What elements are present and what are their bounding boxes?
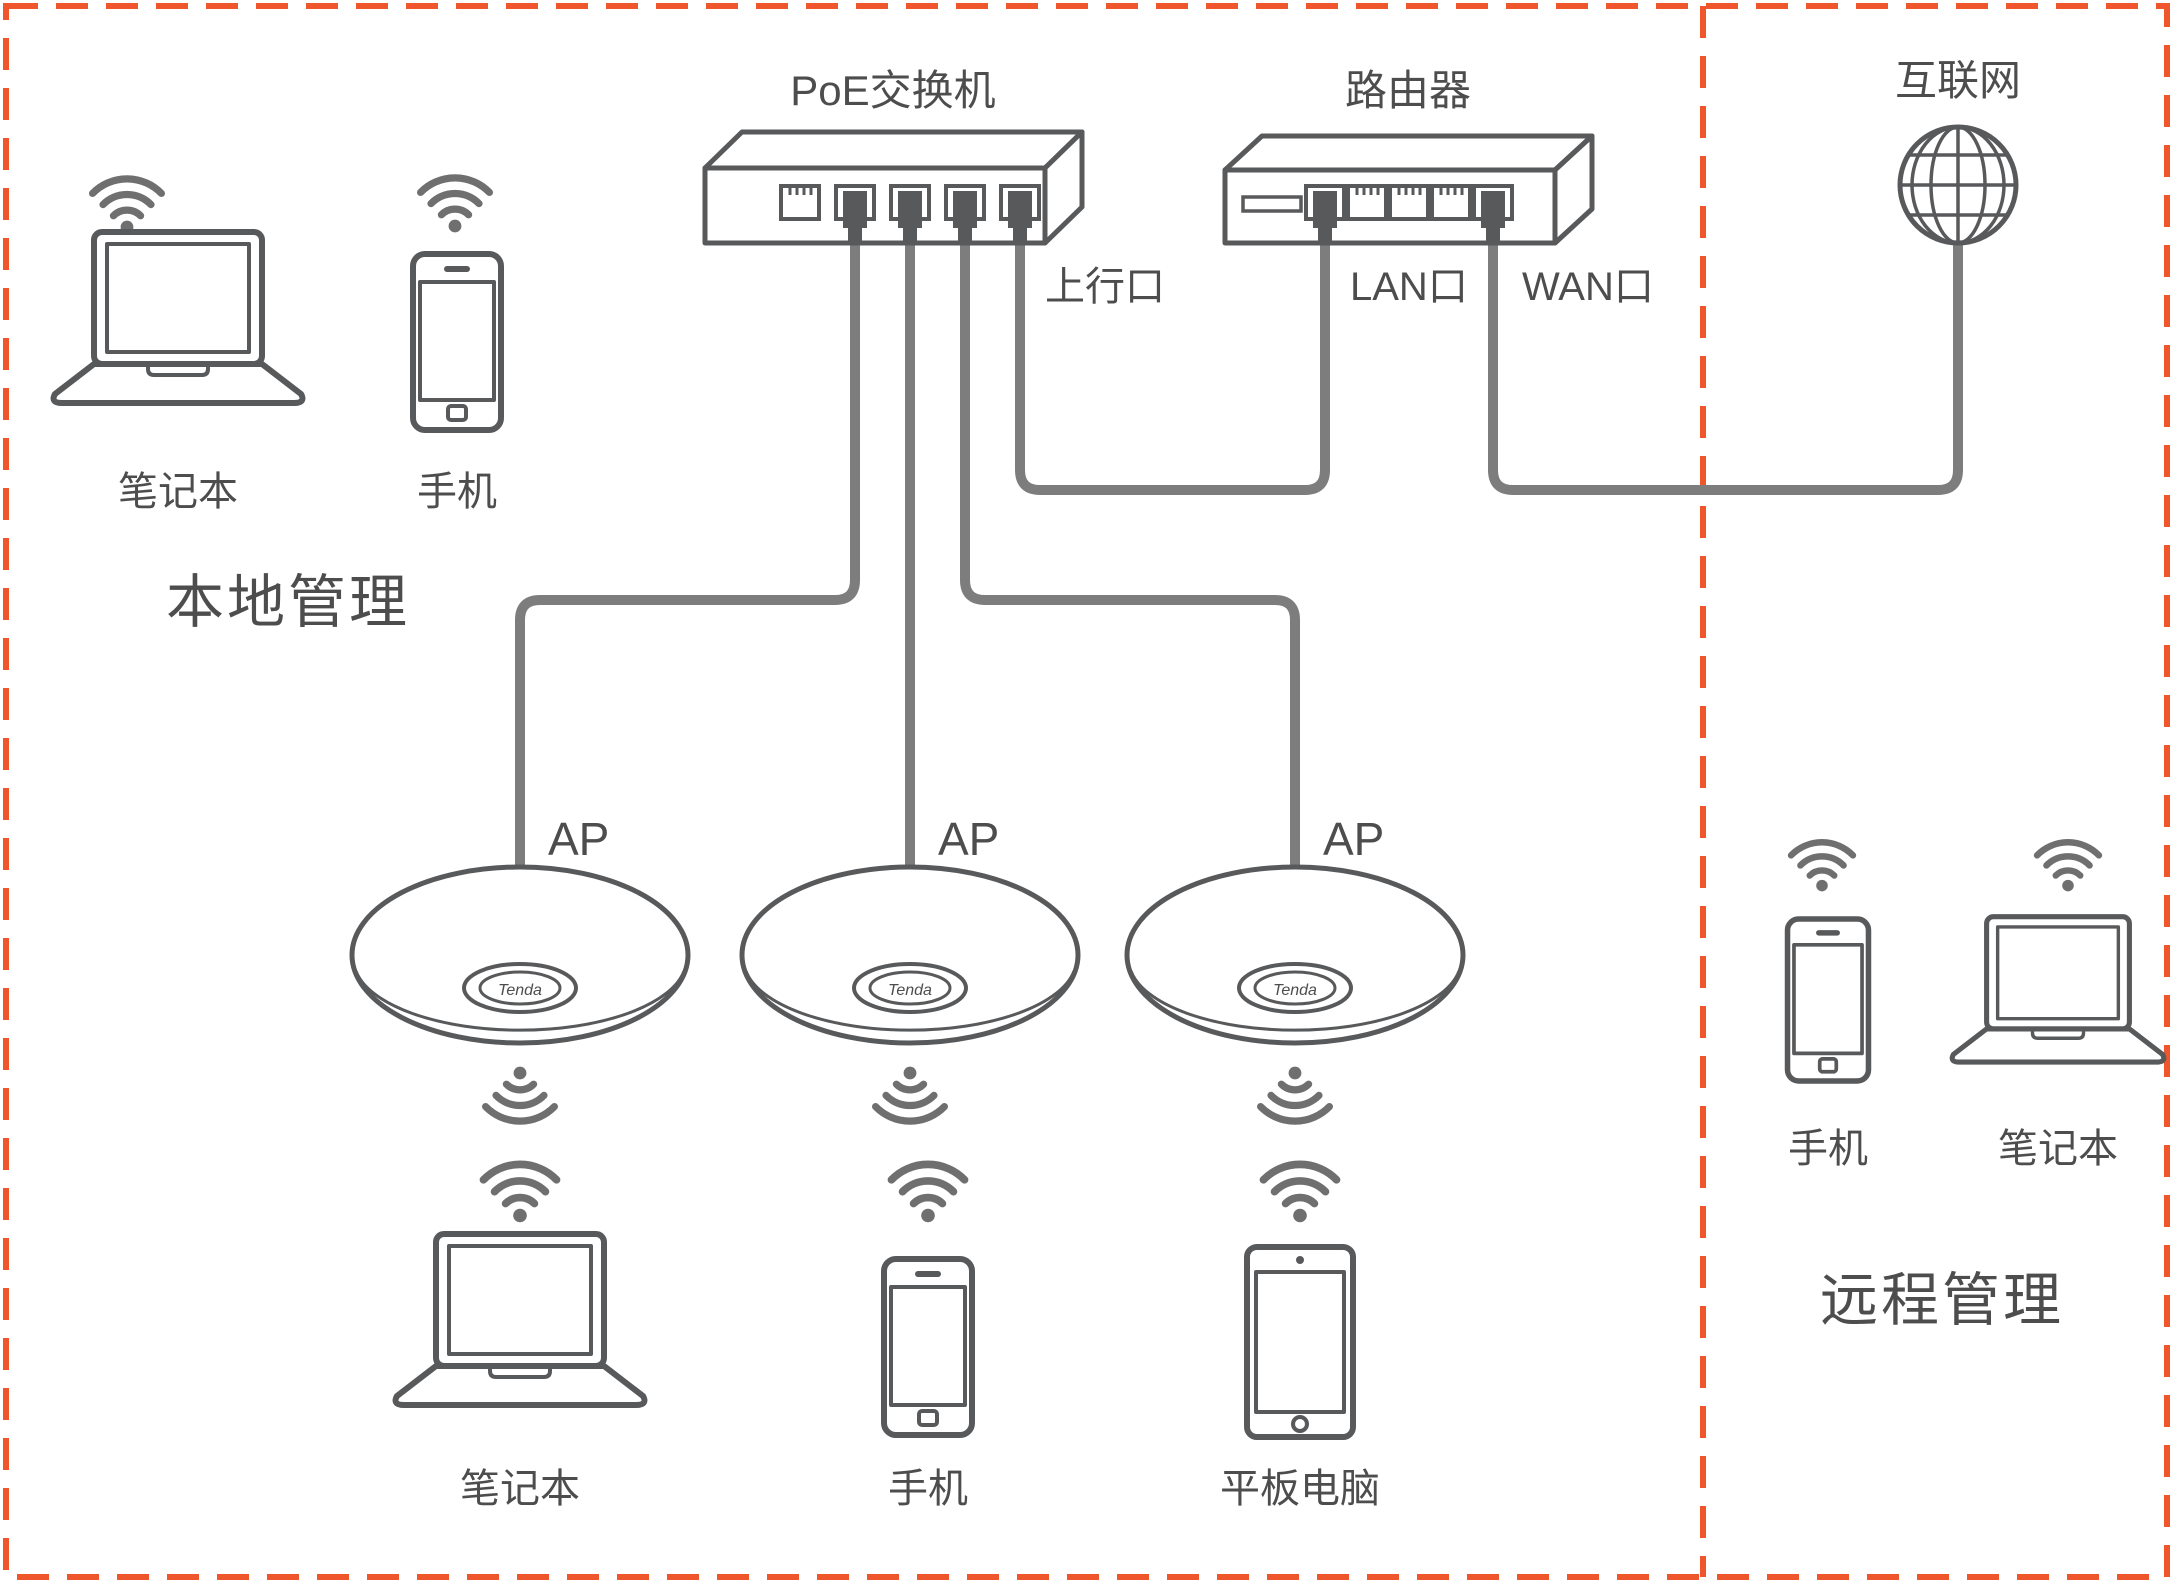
remote-management-heading: 远程管理 — [1820, 1268, 2064, 1333]
client-tablet-label: 平板电脑 — [1220, 1467, 1380, 1511]
router-top-face — [1222, 133, 1595, 173]
cables — [515, 235, 1963, 890]
remote-laptop-label: 笔记本 — [1998, 1127, 2118, 1171]
client-laptop-label: 笔记本 — [460, 1467, 580, 1511]
client-phone-wifi-icon — [891, 1164, 964, 1222]
remote-phone-label: 手机 — [1788, 1127, 1868, 1171]
lan-port-label: LAN口 — [1350, 265, 1468, 309]
router-label: 路由器 — [1345, 67, 1471, 114]
ap2-icon — [742, 867, 1078, 1043]
remote-laptop-icon — [1952, 917, 2164, 1062]
remote-phone-wifi-icon — [1791, 842, 1853, 891]
cable-switch-to-ap3 — [960, 240, 1300, 890]
local-laptop-label: 笔记本 — [118, 470, 238, 514]
local-laptop-icon — [54, 232, 303, 403]
remote-laptop-wifi-icon — [2037, 842, 2099, 891]
ap3-coverage-wifi-icon — [1261, 1067, 1330, 1122]
local-phone-label: 手机 — [417, 470, 497, 514]
ap2-coverage-wifi-icon — [876, 1067, 945, 1122]
switch-port-1 — [779, 184, 821, 221]
cable-router-wan-to-internet — [1488, 235, 1963, 495]
cable-switch-to-ap1 — [515, 240, 860, 890]
local-phone-icon — [413, 254, 501, 430]
wan-port-label: WAN口 — [1522, 265, 1654, 309]
local-management-heading: 本地管理 — [166, 570, 410, 635]
ap2-label: AP — [938, 813, 999, 865]
router-port-3 — [1388, 184, 1430, 221]
client-laptop-wifi-icon — [483, 1164, 556, 1222]
labels: PoE交换机 路由器 互联网 上行口 LAN口 WAN口 笔记本 手机 本地管理… — [118, 57, 2118, 1511]
ap1-label: AP — [548, 813, 609, 865]
router-port-4 — [1430, 184, 1472, 221]
switch-top-face — [702, 129, 1085, 171]
router-port-2 — [1346, 184, 1388, 221]
poe-switch-label: PoE交换机 — [790, 67, 995, 114]
client-phone-label: 手机 — [888, 1467, 968, 1511]
ap1-coverage-wifi-icon — [486, 1067, 555, 1122]
client-phone-icon — [884, 1259, 972, 1435]
router-vent-slot — [1241, 195, 1303, 213]
zone-border — [3, 3, 2170, 1580]
ap3-icon — [1127, 867, 1463, 1043]
router-icon — [1222, 133, 1595, 246]
internet-label: 互联网 — [1895, 57, 2021, 104]
local-phone-wifi-icon — [421, 178, 490, 233]
client-laptop-icon — [396, 1234, 645, 1405]
poe-switch-icon — [702, 129, 1085, 246]
ap3-label: AP — [1323, 813, 1384, 865]
internet-globe-icon — [1897, 124, 2019, 246]
client-tablet-wifi-icon — [1263, 1164, 1336, 1222]
uplink-port-label: 上行口 — [1045, 265, 1165, 309]
client-tablet-icon — [1247, 1247, 1353, 1437]
cable-uplink-to-router-lan — [1015, 240, 1330, 495]
ap1-icon — [352, 867, 688, 1043]
remote-phone-icon — [1788, 919, 1869, 1081]
local-laptop-wifi-icon — [93, 179, 162, 234]
